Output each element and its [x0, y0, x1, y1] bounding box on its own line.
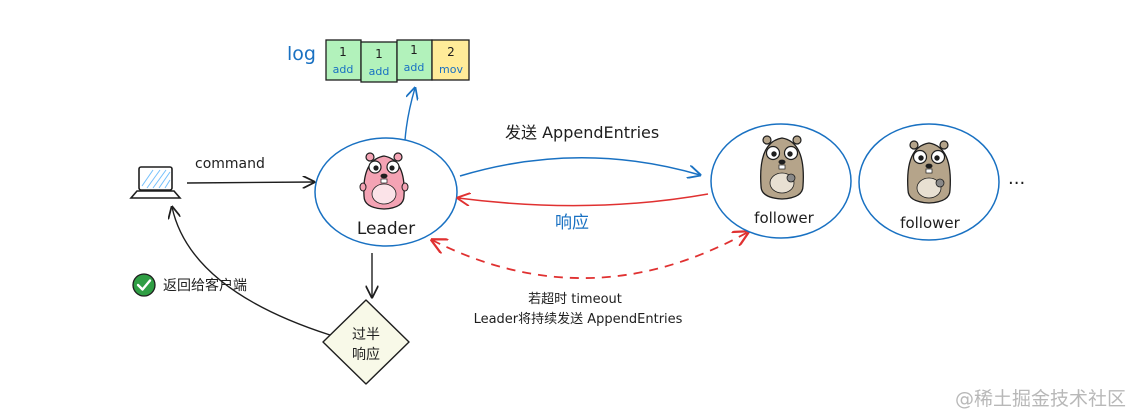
log-entry-term: 1 — [339, 45, 347, 59]
response-label: 响应 — [555, 213, 589, 233]
log-label: log — [287, 43, 316, 65]
command-label: command — [195, 156, 265, 172]
follower-label: follower — [900, 214, 960, 232]
brown-gopher-icon — [907, 140, 951, 204]
leader-label: Leader — [357, 219, 415, 239]
return-to-client-arrow — [172, 207, 331, 336]
log-entry-term: 1 — [375, 47, 383, 61]
timeout-line2: Leader将持续发送 AppendEntries — [474, 311, 683, 327]
command-arrow — [186, 182, 314, 183]
response-arrow — [458, 194, 709, 207]
log-entry-op: add — [333, 63, 354, 76]
log-entry-term: 1 — [410, 43, 418, 57]
majority-line1: 过半 — [352, 327, 380, 343]
append-entries-arrow — [459, 157, 700, 176]
check-badge-icon — [132, 273, 156, 297]
majority-line2: 响应 — [352, 346, 380, 363]
log-entry-op: mov — [439, 63, 463, 76]
return-to-client-label: 返回给客户端 — [163, 277, 247, 294]
more-followers-ellipsis: ... — [1008, 168, 1025, 189]
leader-to-log-arrow — [404, 88, 415, 141]
majority-diamond — [322, 299, 410, 385]
timeout-retry-arrow — [432, 232, 748, 279]
log-entry: 1 add — [360, 41, 398, 83]
pink-gopher-icon — [359, 152, 409, 210]
log-entry-op: add — [369, 65, 390, 78]
log-entry: 1 add — [325, 39, 362, 81]
log-entry-term: 2 — [447, 45, 455, 59]
send-append-label: 发送 AppendEntries — [505, 123, 659, 142]
log-entry: 1 add — [396, 39, 433, 81]
laptop-icon — [129, 166, 182, 199]
timeout-line1: 若超时 timeout — [528, 291, 622, 307]
watermark: @稀土掘金技术社区 — [955, 388, 1126, 410]
log-entry-op: add — [404, 61, 425, 74]
follower-label: follower — [754, 209, 814, 227]
log-entry: 2 mov — [431, 39, 470, 81]
brown-gopher-icon — [760, 135, 804, 200]
log-entries: 1 add 1 add 1 add 2 mov — [325, 39, 470, 83]
